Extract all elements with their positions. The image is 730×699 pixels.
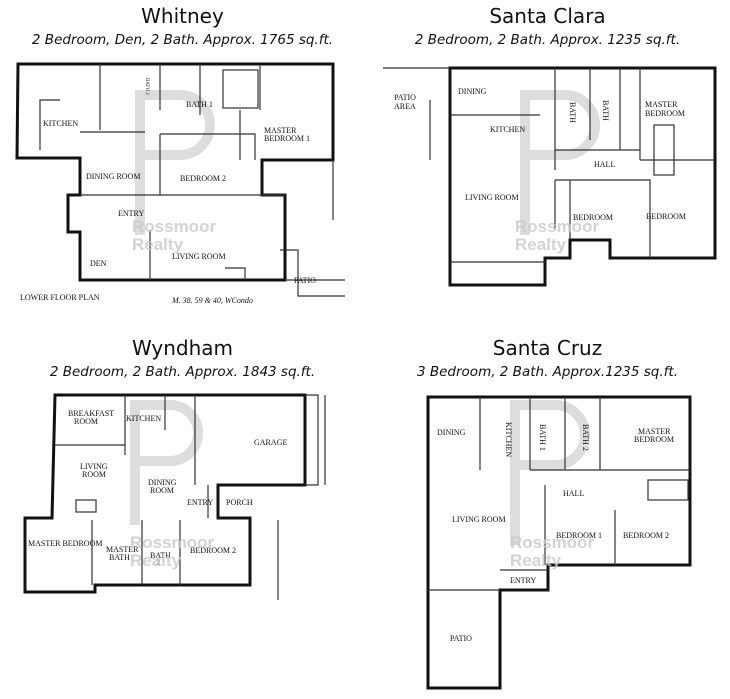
room-label: PATIO — [394, 93, 416, 102]
room-label: 2 — [156, 558, 160, 567]
room-label: BEDROOM — [645, 109, 685, 118]
plan-caption: LOWER FLOOR PLAN — [20, 293, 100, 302]
floor-plan-santa-clara: PATIO AREA DINING KITCHEN BATH BATH MAST… — [383, 66, 717, 287]
watermark: Rossmoor — [515, 217, 599, 236]
room-label: MASTER — [638, 427, 671, 436]
room-label: ENTRY — [187, 498, 213, 507]
watermark: Rossmoor — [510, 533, 594, 552]
room-label: BATH 2 — [144, 78, 149, 95]
watermark: Realty — [130, 551, 182, 570]
room-label: BATH — [601, 100, 610, 121]
room-label: BEDROOM 2 — [180, 174, 226, 183]
plan-desc-whitney: 2 Bedroom, Den, 2 Bath. Approx. 1765 sq.… — [31, 32, 334, 48]
plan-title-whitney: Whitney — [141, 4, 224, 28]
room-label: HALL — [594, 160, 615, 169]
room-label: HALL — [563, 489, 584, 498]
room-label: MASTER — [645, 100, 678, 109]
plan-title-santa-cruz: Santa Cruz — [492, 336, 603, 360]
room-label: KITCHEN — [504, 422, 513, 457]
plan-desc-wyndham: 2 Bedroom, 2 Bath. Approx. 1843 sq.ft. — [49, 364, 316, 380]
room-label: BEDROOM 2 — [190, 546, 236, 555]
room-label: MASTER — [264, 126, 297, 135]
room-label: AREA — [394, 102, 416, 111]
watermark: Realty — [132, 235, 184, 254]
watermark: Realty — [515, 235, 567, 254]
room-label: DEN — [90, 259, 107, 268]
watermark: Rossmoor — [130, 533, 214, 552]
room-label: BATH 2 — [581, 424, 590, 451]
room-label: DINING — [458, 87, 487, 96]
room-label: BATH — [568, 102, 577, 123]
room-label: BATH — [109, 553, 130, 562]
watermark: Rossmoor — [132, 217, 216, 236]
room-label: PATIO — [294, 276, 316, 285]
room-label: KITCHEN — [43, 119, 78, 128]
room-label: PATIO — [450, 634, 472, 643]
room-label: BEDROOM 1 — [556, 531, 602, 540]
plan-title-santa-clara: Santa Clara — [489, 4, 606, 28]
room-label: KITCHEN — [490, 125, 525, 134]
plan-desc-santa-clara: 2 Bedroom, 2 Bath. Approx. 1235 sq.ft. — [414, 32, 681, 48]
watermark: Realty — [510, 551, 562, 570]
room-label: MASTER BEDROOM — [28, 539, 102, 548]
room-label: LIVING — [80, 462, 108, 471]
floor-plan-wyndham: BREAKFAST ROOM KITCHEN GARAGE LIVING ROO… — [23, 393, 326, 600]
room-label: LIVING ROOM — [172, 252, 226, 261]
room-label: LIVING ROOM — [452, 515, 506, 524]
watermark-logo — [135, 90, 215, 235]
room-label: DINING — [437, 428, 466, 437]
room-label: BATH 1 — [186, 100, 213, 109]
room-label: MASTER — [106, 545, 139, 554]
room-label: BEDROOM — [573, 213, 613, 222]
room-label: PORCH — [226, 498, 253, 507]
room-label: ENTRY — [118, 209, 144, 218]
room-label: GARAGE — [254, 438, 287, 447]
room-label: BATH 1 — [538, 424, 547, 451]
room-label: BATH — [150, 551, 171, 560]
room-label: BEDROOM 1 — [264, 134, 310, 143]
plan-desc-santa-cruz: 3 Bedroom, 2 Bath. Approx.1235 sq.ft. — [416, 364, 678, 380]
floor-plan-santa-cruz: DINING KITCHEN BATH 1 BATH 2 MASTER BEDR… — [426, 395, 692, 690]
room-label: ROOM — [74, 417, 98, 426]
plan-title-wyndham: Wyndham — [131, 336, 234, 360]
handwritten-note: M. 38. 59 & 40, WCondo — [171, 296, 253, 305]
room-label: BREAKFAST — [68, 409, 114, 418]
room-label: BEDROOM 2 — [623, 531, 669, 540]
room-label: BEDROOM — [634, 435, 674, 444]
room-label: LIVING ROOM — [465, 193, 519, 202]
room-label: ROOM — [150, 486, 174, 495]
room-label: DINING ROOM — [86, 172, 140, 181]
room-label: BEDROOM — [646, 212, 686, 221]
room-label: DINING — [148, 478, 177, 487]
room-label: KITCHEN — [126, 414, 161, 423]
room-label: ENTRY — [510, 576, 536, 585]
floor-plan-whitney: KITCHEN BATH 1 MASTER BEDROOM 1 DINING R… — [15, 62, 345, 305]
room-label: ROOM — [82, 470, 106, 479]
